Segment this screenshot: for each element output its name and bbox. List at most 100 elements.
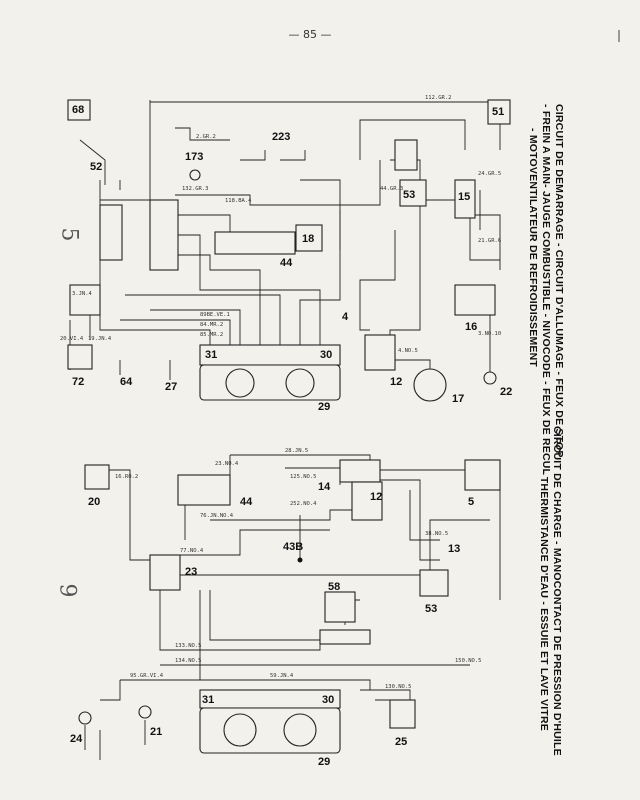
- bottom-circuit: 20 14 44 12 5 13 43B 23 53 58 31 30 29 2…: [70, 448, 501, 768]
- relay-block-44: [214, 231, 296, 255]
- component-label: 30: [322, 694, 334, 706]
- wire: [175, 519, 490, 576]
- wire: [125, 329, 211, 345]
- wire-label: 2.GR.2: [196, 134, 216, 140]
- switch-15: [454, 179, 476, 219]
- sensor-22: [483, 371, 497, 385]
- wire: [470, 190, 501, 270]
- wire-label: 112.GR.2: [425, 95, 452, 101]
- gauge-dial: [285, 368, 315, 398]
- wire: [359, 230, 396, 331]
- component-label: 44: [240, 496, 253, 508]
- component-label: 16: [465, 321, 477, 333]
- battery-5: [464, 459, 501, 491]
- component-label: 31: [202, 694, 214, 706]
- wire-label: 19.JN.4: [88, 336, 112, 342]
- alternator-12: [351, 481, 383, 521]
- component-label: 29: [318, 756, 330, 768]
- wire: [100, 469, 150, 561]
- wire-label: 125.NO.5: [290, 474, 317, 480]
- sensor-24: [78, 711, 92, 725]
- component-label: 44: [280, 257, 293, 269]
- wire: [149, 100, 501, 200]
- wire-label: 85.MR.2: [200, 332, 223, 338]
- page-number: — 85 —: [288, 28, 332, 41]
- lamp-223: [240, 150, 306, 161]
- component-label: 13: [448, 543, 460, 555]
- wire: [125, 294, 281, 345]
- wire-label: 3.NO.10: [478, 331, 501, 337]
- wire: [99, 199, 150, 331]
- instrument-connector: [199, 689, 341, 709]
- component-label: 43B: [283, 541, 303, 553]
- wire: [175, 127, 230, 141]
- component-label: 51: [492, 106, 504, 118]
- connector-block-23: [149, 554, 181, 591]
- wire-label: 28.JN.5: [285, 448, 308, 454]
- fuse-173: [189, 169, 201, 181]
- component-label: 223: [272, 131, 290, 143]
- connector-block: [149, 199, 179, 271]
- handbrake-52: [79, 139, 106, 185]
- component-label: 12: [370, 491, 382, 503]
- component-label: 25: [395, 736, 407, 748]
- component-label: 17: [452, 393, 464, 405]
- wire-label: 133.NO.5: [175, 643, 202, 649]
- component-label: 53: [425, 603, 437, 615]
- relay-block-44: [177, 474, 231, 506]
- wire: [99, 180, 121, 200]
- instrument-cluster: [199, 707, 341, 754]
- plug-72: [67, 344, 93, 370]
- wire-label: 3.JN.4: [72, 291, 93, 297]
- wire-label: 77.NO.4: [180, 548, 204, 554]
- component-label: 24: [70, 733, 83, 745]
- wire-label: 59.JN.4: [270, 673, 294, 679]
- component-label: 27: [165, 381, 177, 393]
- wire-label: 118.BA.4: [225, 198, 252, 204]
- wire: [175, 160, 381, 206]
- starter-12: [364, 334, 396, 371]
- coil-53: [399, 179, 427, 207]
- wire: [380, 479, 440, 561]
- lamp-51: [487, 99, 511, 125]
- component-label: 68: [72, 104, 84, 116]
- wire-label: 16.RO.2: [115, 474, 138, 480]
- component-label: 20: [88, 496, 100, 508]
- connector-block: [99, 204, 123, 261]
- wire: [210, 509, 355, 521]
- component-label: 18: [302, 233, 314, 245]
- component-label: 29: [318, 401, 330, 413]
- wire: [359, 119, 466, 160]
- wire-label: 134.NO.5: [175, 658, 202, 664]
- instrument-cluster: [199, 364, 341, 401]
- relay-18: [295, 224, 323, 252]
- component-label: 22: [500, 386, 512, 398]
- lamp-20: [84, 464, 110, 490]
- component-label: 72: [72, 376, 84, 388]
- wire: [299, 490, 440, 560]
- wire-label: 252.NO.4: [290, 501, 317, 507]
- wire-label: 23.NO.4: [215, 461, 239, 467]
- wire-label: 20.VI.4: [60, 336, 84, 342]
- wire-label: 24.GR.5: [478, 171, 501, 177]
- connector-block: [394, 139, 418, 171]
- wire-label: 89BE.VE.1: [200, 312, 230, 318]
- component-label: 23: [185, 566, 197, 578]
- instrument-connector: [199, 344, 341, 366]
- wire: [299, 179, 341, 345]
- top-circuit: 68 51 52 173 223 53 15 44 18 16 12 17 22…: [60, 95, 512, 413]
- connector-block: [319, 629, 371, 645]
- gauge-dial: [225, 368, 255, 398]
- junction-43b: [297, 557, 303, 563]
- component-label: 64: [120, 376, 133, 388]
- wire-label: 38.NO.5: [425, 531, 448, 537]
- component-label: 30: [320, 349, 332, 361]
- component-label: 14: [318, 481, 331, 493]
- gauge-dial: [223, 713, 257, 747]
- wire-label: 21.GR.6: [478, 238, 501, 244]
- component-label: 12: [390, 376, 402, 388]
- wire: [175, 529, 330, 556]
- wire-label: 150.NO.5: [455, 658, 482, 664]
- connector-block: [339, 459, 381, 483]
